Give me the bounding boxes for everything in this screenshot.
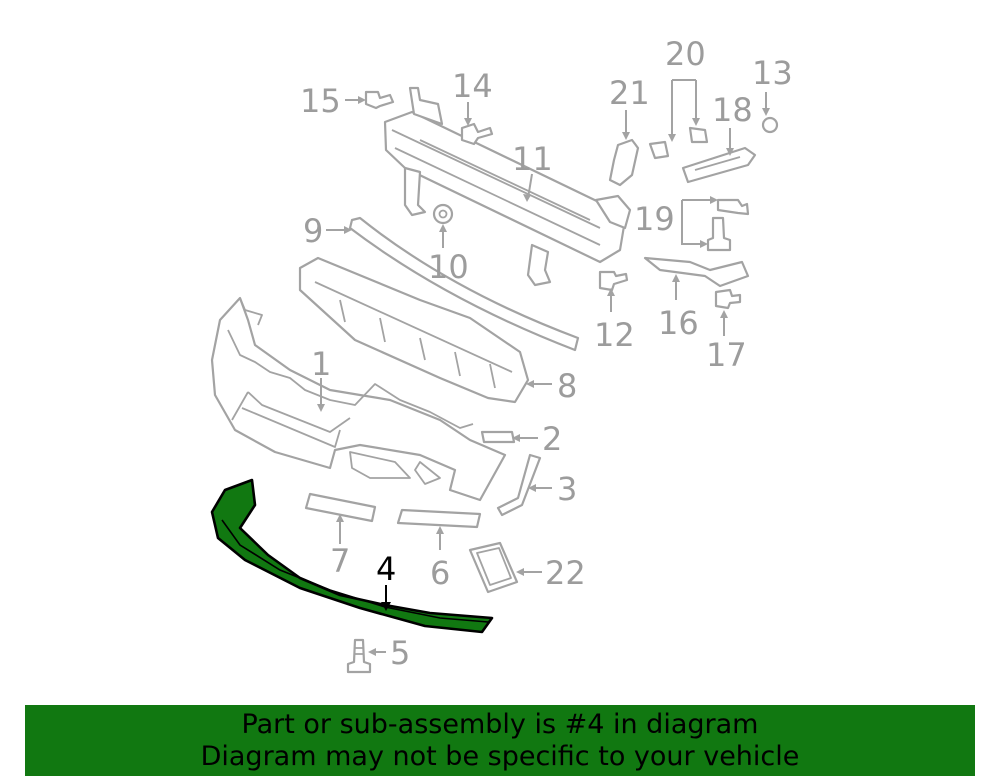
- part-19-bolts[interactable]: [706, 198, 750, 252]
- part-1-bumper-cover[interactable]: [210, 296, 507, 502]
- part-10-nut[interactable]: [432, 203, 454, 225]
- callout-12[interactable]: 12: [594, 316, 635, 354]
- part-22-cover[interactable]: [468, 541, 519, 594]
- part-9-strip[interactable]: [348, 216, 580, 352]
- part-3-bracket[interactable]: [496, 453, 542, 517]
- part-14-bolt[interactable]: [460, 122, 494, 146]
- part-13-nut[interactable]: [761, 116, 779, 134]
- callout-2[interactable]: 2: [542, 420, 562, 458]
- part-2-clip[interactable]: [480, 430, 516, 444]
- part-7-trim[interactable]: [304, 492, 377, 523]
- callout-21[interactable]: 21: [609, 74, 650, 112]
- callout-6[interactable]: 6: [430, 554, 450, 592]
- callout-labels: 15 14 11 9 10 1 8 2 3 7 6 22 5 21 20 13 …: [300, 35, 793, 672]
- part-17-bolt[interactable]: [714, 288, 742, 310]
- part-4-lower-spoiler[interactable]: [210, 478, 494, 634]
- part-15-bolt[interactable]: [364, 90, 395, 110]
- callout-15[interactable]: 15: [300, 82, 341, 120]
- part-18-bracket[interactable]: [681, 146, 757, 184]
- part-5-screw[interactable]: [346, 638, 372, 674]
- info-banner: Part or sub-assembly is #4 in diagram Di…: [25, 705, 975, 776]
- banner-line-1: Part or sub-assembly is #4 in diagram: [241, 709, 759, 740]
- callout-7[interactable]: 7: [330, 542, 350, 580]
- callout-4[interactable]: 4: [376, 550, 396, 588]
- part-21-bracket[interactable]: [608, 138, 640, 187]
- leader-lines: [317, 79, 770, 656]
- part-16-bracket[interactable]: [643, 256, 750, 288]
- callout-17[interactable]: 17: [706, 336, 747, 374]
- callout-5[interactable]: 5: [390, 634, 410, 672]
- callout-22[interactable]: 22: [545, 554, 586, 592]
- parts-diagram: 15 14 11 9 10 1 8 2 3 7 6 22 5 21 20 13 …: [210, 35, 793, 674]
- callout-11[interactable]: 11: [512, 140, 553, 178]
- callout-9[interactable]: 9: [303, 212, 323, 250]
- part-6-trim[interactable]: [396, 508, 482, 529]
- callout-10[interactable]: 10: [428, 248, 469, 286]
- part-20-clips[interactable]: [648, 126, 709, 160]
- callout-20[interactable]: 20: [665, 35, 706, 73]
- callout-13[interactable]: 13: [752, 54, 793, 92]
- callout-19[interactable]: 19: [634, 200, 675, 238]
- banner-line-2: Diagram may not be specific to your vehi…: [200, 741, 800, 772]
- callout-8[interactable]: 8: [557, 367, 577, 405]
- part-12-bolt[interactable]: [598, 270, 629, 292]
- callout-16[interactable]: 16: [658, 304, 699, 342]
- callout-3[interactable]: 3: [557, 470, 577, 508]
- part-11-reinforcement[interactable]: [383, 86, 632, 287]
- callout-1[interactable]: 1: [311, 345, 331, 383]
- part-8-absorber[interactable]: [298, 256, 530, 404]
- callout-18[interactable]: 18: [712, 91, 753, 129]
- callout-14[interactable]: 14: [452, 67, 493, 105]
